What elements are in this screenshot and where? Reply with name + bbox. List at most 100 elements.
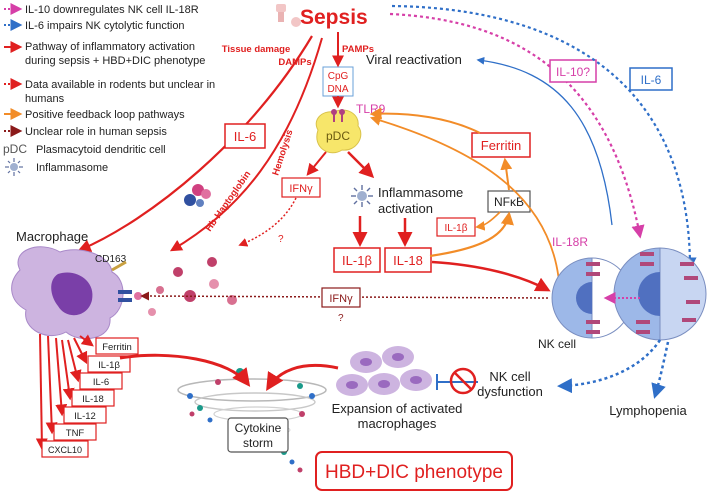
ifng-molecules — [148, 257, 237, 316]
legend-text-inflammatory: Pathway of inflammatory activation — [25, 41, 195, 53]
il6-right-box — [629, 67, 673, 91]
question-2: ? — [338, 313, 344, 324]
cytokine-storm-2: storm — [243, 436, 273, 450]
expanded-macrophages-icon — [336, 346, 432, 396]
cytokine-label: IL-18 — [82, 394, 104, 405]
arrow-to-cytokine-storm-right — [266, 363, 339, 392]
macrophage-cell — [11, 246, 124, 340]
legend-text-rodents-2: humans — [25, 93, 65, 105]
il18-box — [384, 247, 432, 273]
cytokine-box — [41, 440, 89, 458]
inflammasome-activation-1: Inflammasome — [378, 185, 463, 200]
inflammasome-icon — [5, 158, 23, 176]
macrophage-receptor-icon — [118, 290, 142, 302]
cytokine-storm-box — [227, 417, 289, 453]
cpg-dna-box — [322, 66, 354, 97]
ifng-bottom-label: IFNγ — [329, 293, 353, 305]
legend-pdc-text: Plasmacytoid dendritic cell — [36, 144, 166, 156]
legend-text-il10: IL-10 downregulates NK cell IL-18R — [25, 4, 199, 16]
cytokine-storm-1: Cytokine — [235, 421, 282, 435]
ifng-bottom-box — [321, 287, 361, 308]
legend-inflammasome-text: Inflammasome — [36, 162, 108, 174]
legend-text-unclear: Unclear role in human sepsis — [25, 126, 167, 138]
prohibition-icon — [436, 367, 478, 395]
nk-cell-right — [613, 247, 707, 341]
legend-text-rodents: Data available in rodents but unclear in — [25, 79, 215, 91]
arrow-hemolysis — [169, 37, 323, 252]
nk-dysfunction-2: dysfunction — [477, 384, 543, 399]
cytokine-box — [71, 389, 115, 407]
dna-label: DNA — [327, 84, 348, 95]
pamps-label: PAMPs — [342, 44, 374, 55]
cytokine-box — [63, 406, 107, 424]
il6-left-label: IL-6 — [234, 129, 256, 144]
legend-text-inflammatory-2: during sepsis + HBD+DIC phenotype — [25, 55, 205, 67]
tissue-damage-label: Tissue damage — [222, 44, 290, 55]
inflammasome-activation-icon — [351, 185, 373, 207]
il1b-small-label: IL-1β — [445, 223, 468, 234]
il18-label: IL-18 — [393, 253, 423, 268]
il18r-label: IL-18R — [552, 235, 588, 249]
arrow-nfkb-to-il1b — [475, 211, 501, 231]
il10q-label: IL-10? — [556, 65, 590, 79]
cytokine-box — [53, 423, 97, 441]
sepsis-title: Sepsis — [300, 6, 368, 29]
cytokine-label: IL-1β — [98, 360, 120, 371]
question-1: ? — [278, 234, 284, 245]
arrow-il18-to-nk — [431, 260, 551, 292]
nk-cell-label: NK cell — [538, 337, 576, 351]
cytokine-stack: Ferritin IL-1β IL-6 IL-18 IL-12 TNF CXCL… — [41, 337, 139, 458]
ferritin-box — [471, 132, 531, 158]
sepsis-block: Sepsis Tissue damage DAMPs PAMPs CpG DNA — [222, 4, 374, 97]
il1b-box — [333, 247, 381, 273]
arrow-to-viral-reactivation — [476, 56, 613, 226]
hb-haptoglobin-icon — [184, 184, 211, 207]
il10q-box — [549, 59, 597, 83]
cd163-receptor — [111, 260, 127, 272]
arrow-pdc-to-inflammasome — [347, 151, 375, 179]
ferritin-label: Ferritin — [481, 138, 521, 153]
hbd-dic-box — [315, 451, 513, 491]
cytokine-label: Ferritin — [102, 342, 132, 353]
legend-pdc-abbr: pDC — [3, 142, 27, 156]
pdc-label: pDC — [326, 129, 350, 143]
il18r-receptor-icon — [586, 262, 600, 334]
il6-right-label: IL-6 — [641, 73, 662, 87]
nfkb-label: NFκB — [494, 195, 524, 209]
pdc-cell: pDC — [315, 109, 362, 154]
expansion-1: Expansion of activated — [332, 401, 463, 416]
il1b-label: IL-1β — [342, 253, 372, 268]
sepsis-icon — [276, 4, 301, 27]
arrow-to-cytokine-storm-left — [119, 353, 251, 387]
macrophage-label: Macrophage — [16, 229, 88, 244]
legend: IL-10 downregulates NK cell IL-18R IL-6 … — [3, 3, 215, 176]
cytokine-label: CXCL10 — [48, 445, 82, 455]
hbd-dic-label: HBD+DIC phenotype — [325, 462, 503, 483]
cd163-label: CD163 — [95, 254, 127, 265]
legend-text-feedback: Positive feedback loop pathways — [25, 109, 185, 121]
lymphopenia-label: Lymphopenia — [609, 403, 687, 418]
arrow-to-lymphopenia — [651, 341, 670, 399]
cytokine-label: IL-6 — [93, 377, 109, 388]
arrow-pdc-to-ifng — [306, 151, 327, 176]
arrow-sepsis-to-macrophage — [77, 35, 313, 252]
hb-haptoglobin-label: Hb-Haptoglobin — [203, 169, 253, 234]
il1b-small-box — [436, 217, 476, 237]
arrow-ifng-rodent — [238, 197, 297, 247]
expansion-2: macrophages — [358, 416, 437, 431]
cytokine-box — [87, 355, 131, 373]
arrow-il18-to-nfkb — [429, 211, 514, 258]
arrow-ferritin-to-tlr9 — [369, 107, 481, 134]
arrow-to-nk-dysfunction — [557, 339, 662, 394]
cytokine-box — [95, 337, 139, 355]
il6-left-box — [224, 123, 266, 149]
ifng-top-box — [281, 177, 321, 198]
arrow-il6-dotted — [391, 4, 697, 271]
tlr9-receptor-icon — [331, 109, 345, 122]
nk-dysfunction-1: NK cell — [489, 369, 530, 384]
cytokine-label: TNF — [66, 428, 85, 439]
legend-text-il6: IL-6 impairs NK cytolytic function — [25, 20, 185, 32]
cytokine-arrows — [35, 333, 94, 451]
cpg-label: CpG — [328, 71, 349, 82]
